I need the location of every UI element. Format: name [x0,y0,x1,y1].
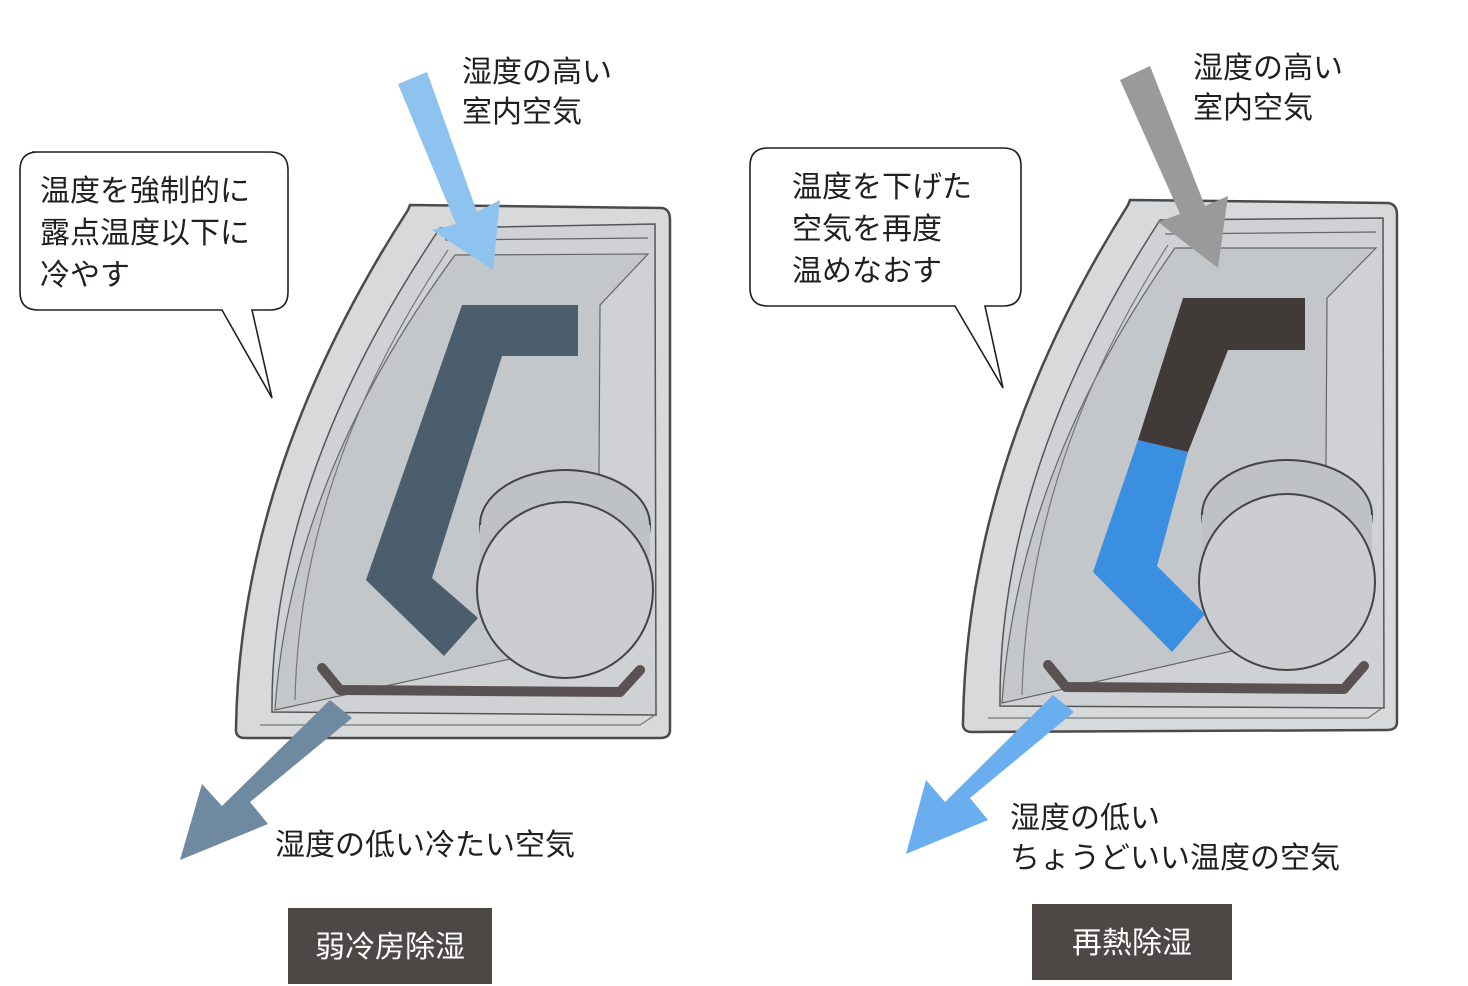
right-drain-tray [1043,660,1369,694]
right-hot-coil [1138,298,1305,452]
right-caption-box [1032,904,1232,980]
left-inflow-arrow [398,72,500,270]
left-callout-bubble [19,151,289,399]
right-callout-text: 温度を下げた 空気を再度 温めなおす [792,170,982,289]
right-inflow-arrow [1120,66,1228,268]
left-caption: 弱冷房除湿 [315,930,465,965]
right-cool-coil [1093,440,1205,652]
left-fan [476,501,654,679]
left-caption-box [288,908,492,984]
right-caption: 再熱除湿 [1072,926,1192,961]
left-unit [234,203,672,740]
left-drain-tray [317,663,645,697]
left-outflow-label: 湿度の低い冷たい空気 [275,828,575,863]
right-unit [961,198,1399,734]
right-outflow-arrow [906,695,1074,854]
left-inflow-label: 湿度の高い 室内空気 [462,55,622,130]
right-callout-bubble [749,147,1022,389]
left-callout-text: 温度を強制的に 露点温度以下に 冷やす [40,174,260,293]
right-inflow-label: 湿度の高い 室内空気 [1193,51,1353,126]
left-outflow-arrow [180,700,352,860]
left-cold-coil [366,305,578,656]
right-outflow-label: 湿度の低い ちょうどいい温度の空気 [1010,801,1340,876]
right-fan [1198,493,1376,671]
